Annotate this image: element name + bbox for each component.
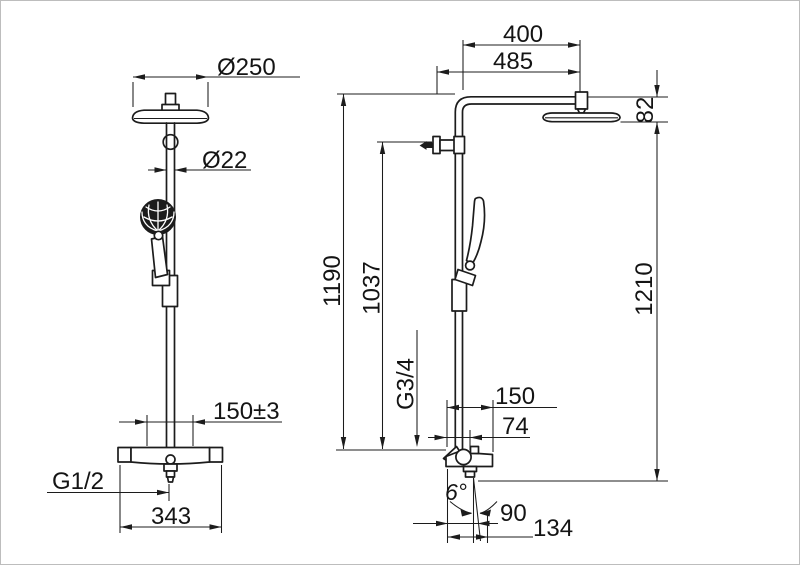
dim-outlet-offset: 74 bbox=[502, 413, 529, 440]
dim-riser-height: 1190 bbox=[319, 255, 346, 307]
arm-connector-side bbox=[574, 91, 589, 114]
outlet-tip bbox=[166, 476, 175, 483]
handset-spray-pattern bbox=[141, 201, 175, 232]
ball-joint-front bbox=[162, 133, 179, 151]
mixer-side bbox=[442, 445, 494, 478]
mixer-knob bbox=[469, 445, 480, 455]
dim-head-projection: 485 bbox=[493, 48, 533, 75]
hand-shower-front bbox=[140, 199, 179, 308]
riser-pipe-side bbox=[454, 95, 578, 453]
wall-bracket-side bbox=[419, 135, 466, 155]
dim-overall-height: 1210 bbox=[631, 262, 658, 315]
front-view bbox=[117, 92, 224, 483]
dim-connection-spacing: 150±3 bbox=[213, 398, 280, 425]
bracket-screw bbox=[419, 141, 427, 150]
bar-end-cap-right bbox=[208, 446, 224, 463]
dim-inlet-thread: G1/2 bbox=[52, 468, 104, 495]
dim-arm-projection: 400 bbox=[503, 21, 543, 48]
handset-button-side bbox=[464, 260, 476, 271]
front-dimensions: Ø250 Ø22 150±3 G1/2 343 bbox=[47, 54, 300, 533]
mixer-ball bbox=[455, 448, 472, 466]
dim-spout-angle: 6° bbox=[445, 479, 467, 505]
shower-head-side bbox=[542, 112, 621, 123]
bracket-arm bbox=[439, 139, 456, 152]
outlet-ball bbox=[165, 454, 176, 465]
dimension-lines-front bbox=[47, 74, 300, 533]
dim-pipe-diameter: Ø22 bbox=[202, 147, 247, 174]
hand-shower-side bbox=[451, 196, 486, 312]
side-view bbox=[419, 91, 621, 478]
holder-side bbox=[454, 268, 477, 287]
dim-outlet-thread: G3/4 bbox=[393, 358, 420, 410]
slider-sleeve-side bbox=[451, 278, 468, 312]
mixer-aerator bbox=[464, 470, 476, 478]
side-dimensions: 400 485 82 1210 1190 1037 G3/4 150 74 6°… bbox=[319, 21, 668, 543]
dim-spout-reach-total: 134 bbox=[533, 515, 573, 542]
dim-spout-reach: 90 bbox=[500, 500, 527, 527]
dim-head-drop: 82 bbox=[632, 97, 659, 124]
bar-end-cap-left bbox=[117, 446, 132, 463]
dimension-lines-side bbox=[336, 40, 668, 543]
mixer-bar-front bbox=[117, 446, 224, 483]
shower-head-front bbox=[131, 92, 210, 125]
handset-side bbox=[465, 196, 486, 265]
handset-button bbox=[153, 230, 164, 241]
dim-head-diameter: Ø250 bbox=[217, 54, 276, 81]
bracket-screw-stem bbox=[425, 142, 434, 148]
outlet-neck bbox=[165, 470, 176, 478]
dim-bracket-height: 1037 bbox=[359, 261, 386, 314]
bracket-flange bbox=[453, 135, 466, 155]
dim-body-depth: 150 bbox=[495, 383, 535, 410]
outlet-collar bbox=[163, 463, 178, 472]
dim-body-width: 343 bbox=[151, 503, 191, 530]
bracket-wall-plate bbox=[432, 135, 441, 155]
